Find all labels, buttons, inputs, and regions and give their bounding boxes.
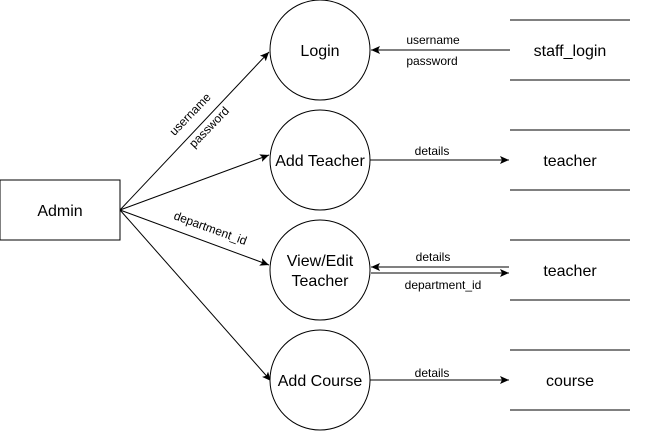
admin-entity-box: [0, 179, 121, 241]
datastore-teacher-1-label: teacher: [543, 153, 597, 170]
process-view-edit-teacher: View/Edit Teacher: [269, 219, 371, 321]
datastore-course-label: course: [546, 373, 594, 390]
process-add-teacher: Add Teacher: [269, 109, 371, 211]
datastore-teacher-2-label: teacher: [543, 263, 597, 280]
admin-label: Admin: [37, 203, 82, 220]
process-view-edit-label-line2: Teacher: [292, 273, 350, 290]
admin-entity: Admin: [0, 179, 121, 241]
process-view-edit-circle: [269, 219, 371, 321]
flow-admin-to-add-teacher: [119, 154, 270, 211]
flow-admin-to-add-course: [119, 209, 272, 382]
datastore-teacher-1: teacher: [510, 129, 630, 191]
process-add-course-label: Add Course: [278, 373, 363, 390]
process-login-label: Login: [300, 43, 339, 60]
flow-label-view-edit-department-id: department_id: [405, 278, 482, 292]
datastore-staff-login: staff_login: [510, 19, 630, 81]
flow-label-staff-username: username: [406, 33, 460, 47]
flow-label-view-edit-details: details: [416, 250, 451, 264]
datastore-course: course: [510, 349, 630, 411]
flow-label-add-course-details: details: [415, 366, 450, 380]
process-login-circle: [269, 0, 371, 101]
process-add-course: Add Course: [269, 329, 371, 431]
flow-label-staff-password: password: [406, 54, 457, 68]
flow-admin-to-login: [119, 51, 270, 211]
flow-admin-to-view-edit: [119, 209, 270, 266]
flow-label-department-id: department_id: [172, 209, 249, 248]
flow-label-add-teacher-details: details: [415, 144, 450, 158]
datastore-teacher-2: teacher: [510, 239, 630, 301]
process-view-edit-label-line1: View/Edit: [287, 253, 354, 270]
process-login: Login: [269, 0, 371, 101]
process-add-teacher-label: Add Teacher: [275, 153, 365, 170]
datastore-staff-login-label: staff_login: [534, 43, 607, 60]
